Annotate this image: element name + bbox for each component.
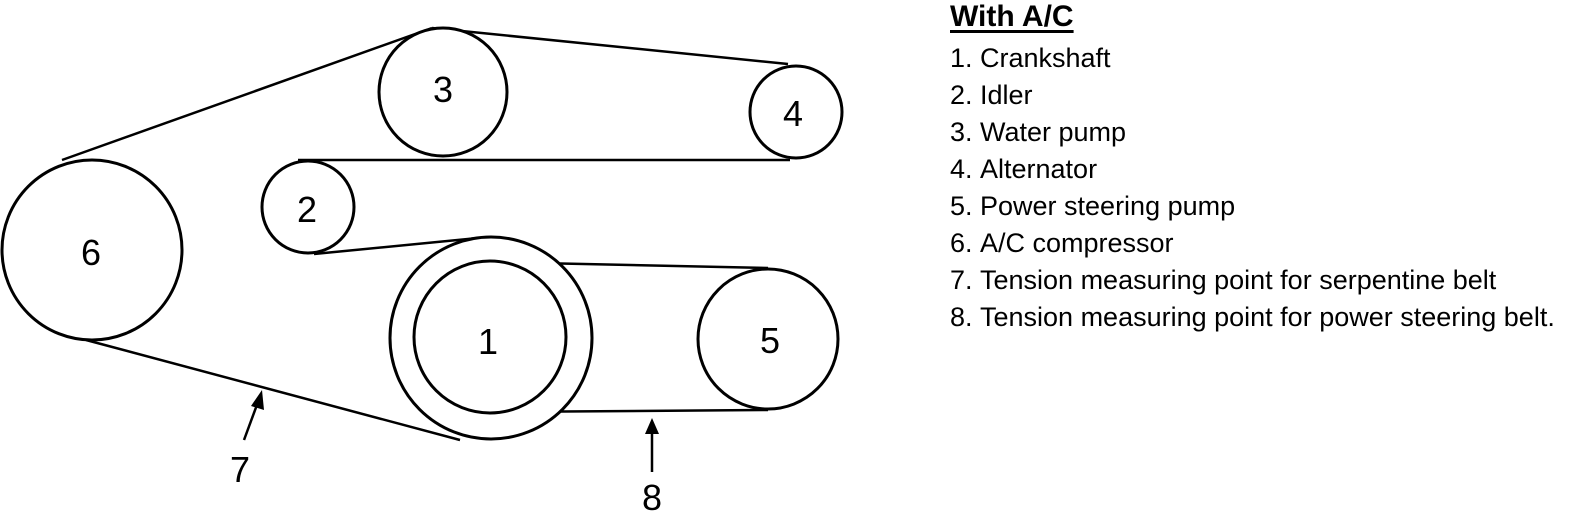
legend-item-number: 5. bbox=[950, 191, 973, 221]
legend-item-4: 4.Alternator bbox=[950, 151, 1570, 188]
legend-item-text: Power steering pump bbox=[980, 191, 1236, 221]
legend-item-text: Alternator bbox=[980, 154, 1098, 184]
pulley-3-water-pump bbox=[377, 26, 509, 158]
pulley-2-idler bbox=[260, 159, 356, 255]
legend-item-number: 8. bbox=[950, 302, 973, 332]
legend-item-8: 8.Tension measuring point for power stee… bbox=[950, 299, 1570, 336]
legend-item-number: 3. bbox=[950, 117, 973, 147]
legend-item-text: Crankshaft bbox=[980, 43, 1111, 73]
legend-item-number: 2. bbox=[950, 80, 973, 110]
pulley-label-4: 4 bbox=[783, 93, 803, 134]
legend-item-text: Idler bbox=[980, 80, 1033, 110]
legend-item-7: 7.Tension measuring point for serpentine… bbox=[950, 262, 1570, 299]
pointer-label-8: 8 bbox=[642, 477, 662, 518]
legend-title: With A/C bbox=[950, 0, 1074, 33]
belt-3-to-4 bbox=[431, 26, 789, 66]
pulley-label-5: 5 bbox=[760, 320, 780, 361]
pointer-label-7: 7 bbox=[230, 449, 250, 490]
legend-item-number: 1. bbox=[950, 43, 973, 73]
pulley-label-1: 1 bbox=[478, 321, 498, 362]
legend-item-number: 4. bbox=[950, 154, 973, 184]
legend-item-number: 7. bbox=[950, 265, 973, 295]
pulley-1-crankshaft-inner bbox=[412, 259, 568, 415]
pulley-6-ac-compressor bbox=[0, 158, 184, 342]
pointer-7-line bbox=[242, 401, 260, 441]
pulley-label-2: 2 bbox=[297, 189, 317, 230]
pulley-label-3: 3 bbox=[433, 69, 453, 110]
pointer-7-arrowhead bbox=[251, 390, 264, 410]
belt-2-to-1 bbox=[313, 236, 479, 256]
legend: With A/C 1.Crankshaft 2.Idler 3.Water pu… bbox=[950, 0, 1570, 336]
belt-routing-diagram: 1 2 3 4 5 6 7 8 bbox=[0, 26, 844, 518]
belt-6-to-1 bbox=[85, 338, 461, 442]
legend-item-3: 3.Water pump bbox=[950, 114, 1570, 151]
pulley-label-6: 6 bbox=[81, 232, 101, 273]
legend-list: 1.Crankshaft 2.Idler 3.Water pump 4.Alte… bbox=[950, 40, 1570, 336]
pulley-5-power-steering-pump bbox=[696, 267, 840, 411]
pulley-4-alternator bbox=[748, 64, 844, 160]
legend-item-2: 2.Idler bbox=[950, 77, 1570, 114]
pointer-8-arrowhead bbox=[645, 418, 659, 434]
legend-item-5: 5.Power steering pump bbox=[950, 188, 1570, 225]
legend-item-text: Tension measuring point for serpentine b… bbox=[980, 265, 1497, 295]
legend-item-1: 1.Crankshaft bbox=[950, 40, 1570, 77]
legend-item-number: 6. bbox=[950, 228, 973, 258]
legend-item-6: 6.A/C compressor bbox=[950, 225, 1570, 262]
legend-item-text: A/C compressor bbox=[980, 228, 1174, 258]
legend-item-text: Tension measuring point for power steeri… bbox=[980, 302, 1555, 332]
legend-item-text: Water pump bbox=[980, 117, 1127, 147]
belt-6-to-3 bbox=[61, 26, 433, 162]
